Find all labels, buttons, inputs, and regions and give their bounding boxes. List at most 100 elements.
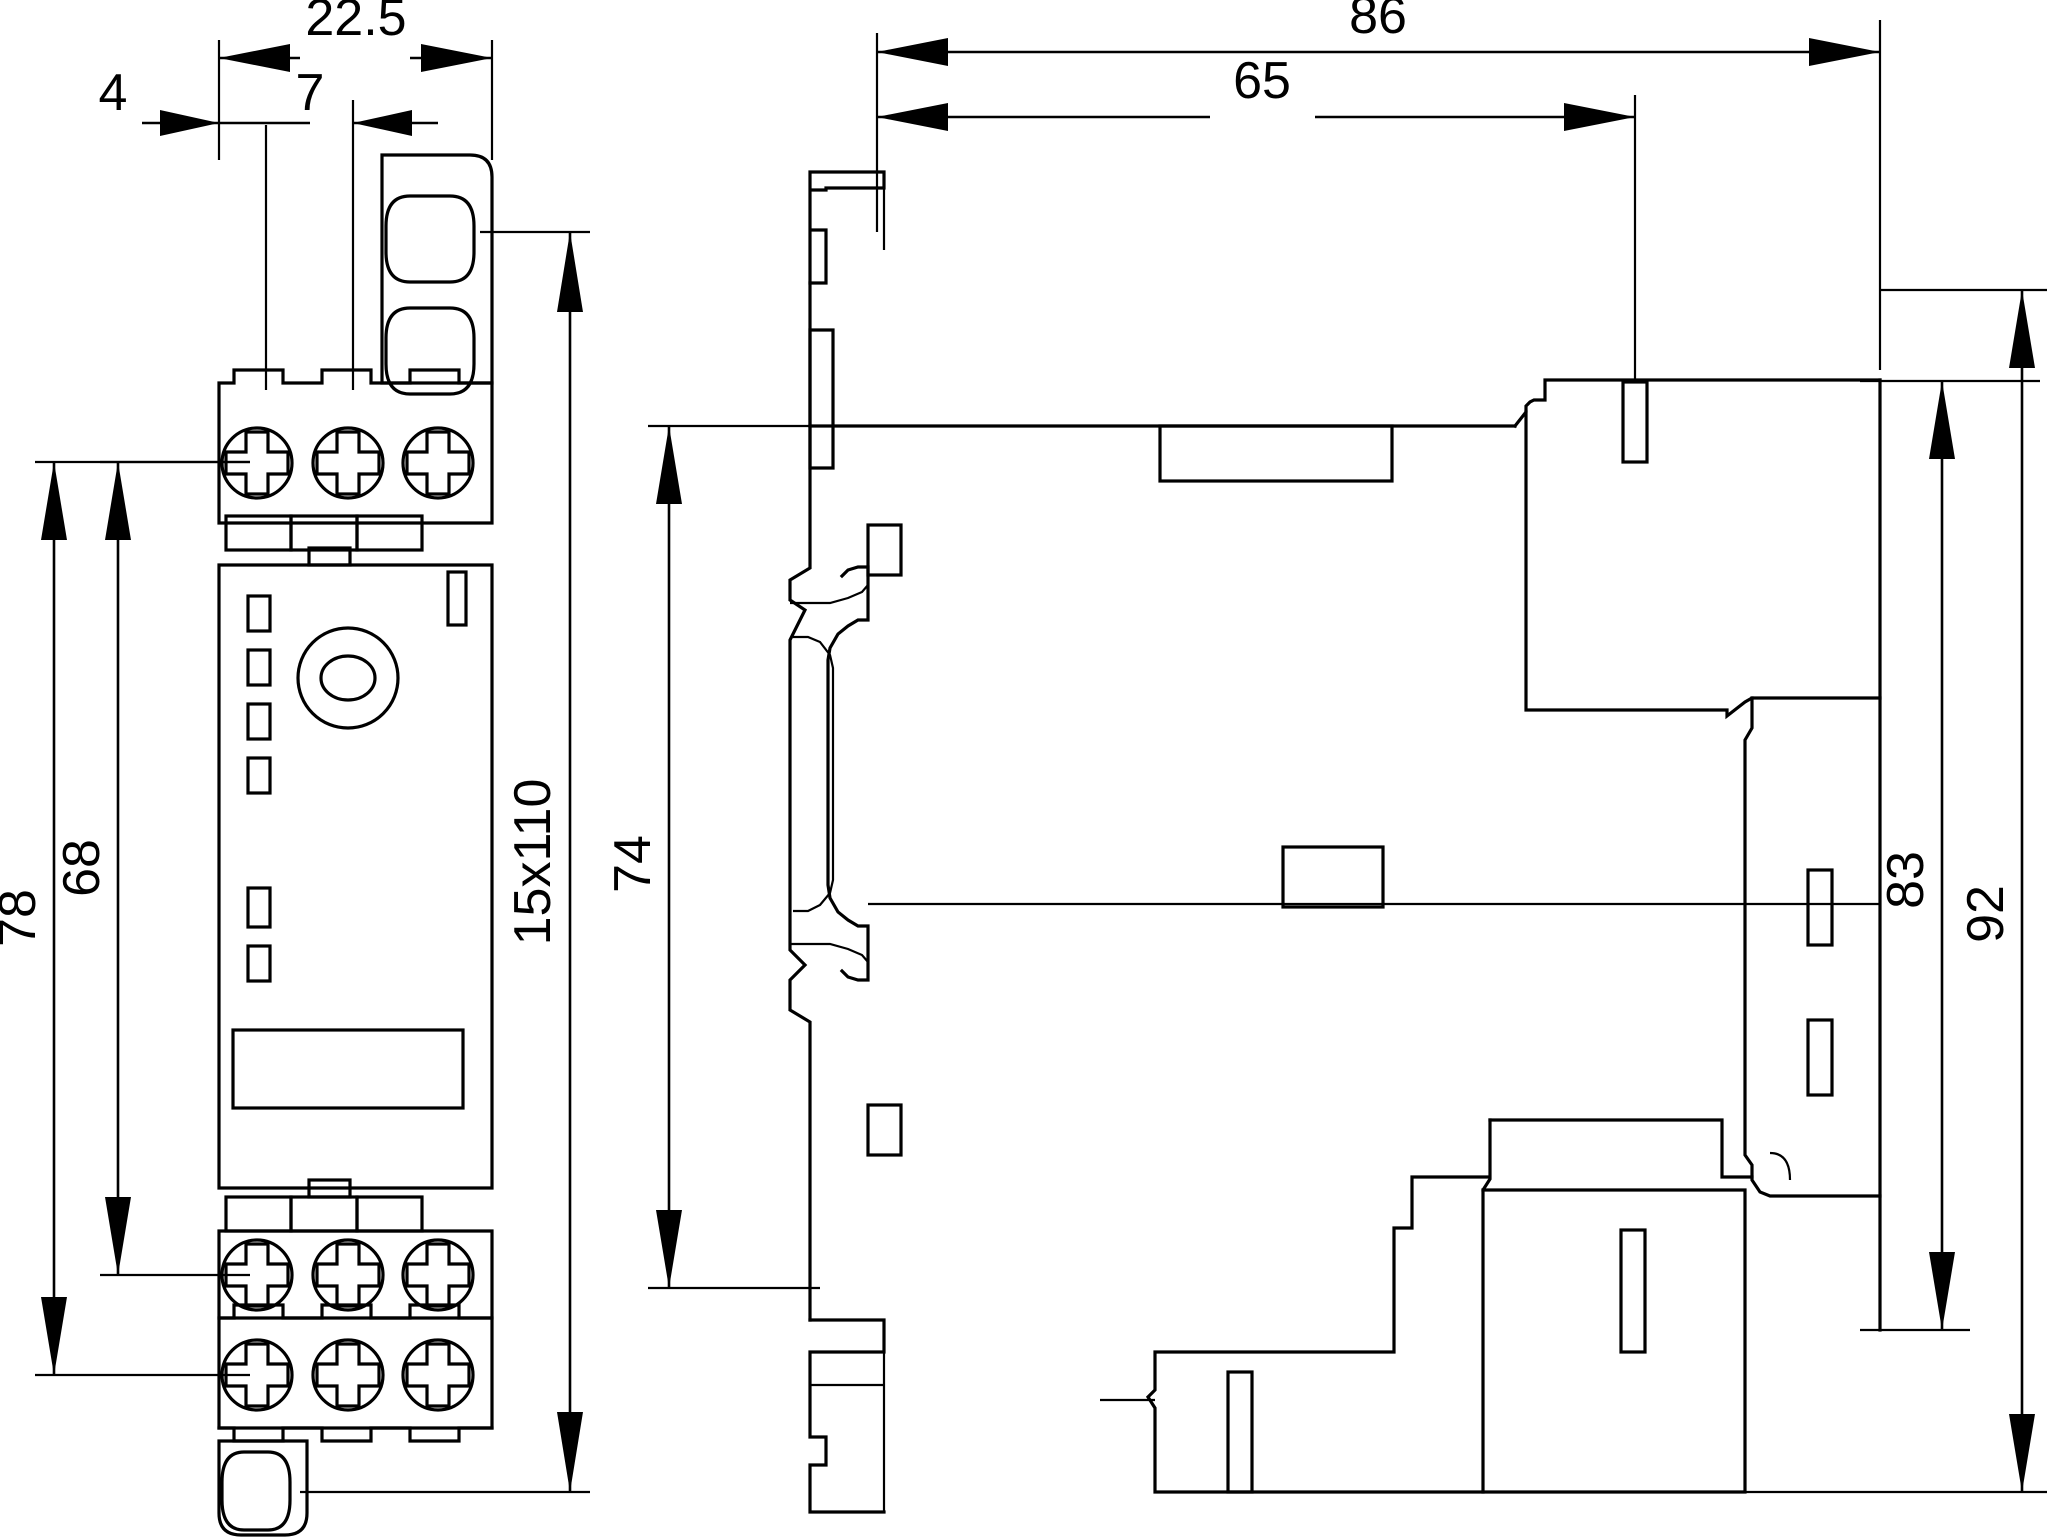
screw-slot-cross-6 [405, 1242, 471, 1308]
side-lower-body-profile [1145, 1118, 1492, 1494]
lowest-block-bottom-edge [217, 1426, 494, 1443]
dim-83-arrow-top [1929, 381, 1955, 459]
vent-slot-upper-right [446, 570, 468, 627]
dim-4-text: 4 [99, 64, 128, 122]
bottom-shroud-segment-1 [224, 1195, 293, 1233]
screw-terminal-row-mid [220, 1238, 475, 1312]
screw-slot-cross-5 [315, 1242, 381, 1308]
side-upper-pocket [1158, 424, 1394, 483]
dim-78-arrow-bottom [41, 1297, 67, 1375]
screw-terminal-6 [401, 1238, 475, 1312]
dim-65-group: 65 [877, 52, 1637, 380]
bottom-lug-slot [220, 1450, 292, 1532]
rotary-knob-outer [296, 626, 400, 730]
screw-slot-cross-7 [224, 1342, 290, 1408]
side-lower-slot-b [1619, 1228, 1647, 1354]
dim-22-5-arrow-left [219, 44, 290, 72]
screw-terminal-9 [401, 1338, 475, 1412]
side-body-upper-right-step [1524, 410, 1882, 720]
dim-68-text: 68 [53, 839, 111, 897]
dim-74-arrow-top [656, 426, 682, 504]
dim-15x110-arrow-bottom [557, 1412, 583, 1492]
din-clip-inner-upper [790, 584, 869, 605]
shroud-segment-3 [355, 514, 424, 552]
dim-68-arrow-top [105, 462, 131, 540]
side-lower-slot-a [1226, 1370, 1254, 1494]
dim-15x110-text: 15x110 [504, 779, 562, 946]
side-right-slot-lower [1806, 1018, 1834, 1097]
din-rail-hook-upper [808, 328, 835, 470]
bottom-shroud-segment-3 [355, 1195, 424, 1233]
led-slot-4 [246, 756, 272, 795]
led-slot-6 [246, 944, 272, 983]
dim-86-arrow-right [1809, 38, 1880, 66]
label-window [231, 1028, 465, 1110]
dim-83-arrow-bottom [1929, 1252, 1955, 1330]
dim-15x110-group: 15x110 [300, 230, 590, 1494]
dim-65-arrow-right [1564, 103, 1635, 131]
dim-92-arrow-bottom [2009, 1414, 2035, 1492]
dim-83-text: 83 [1877, 851, 1935, 909]
side-lower-terminal-fin [808, 1318, 886, 1514]
top-lug-slot-lower [384, 306, 476, 396]
bottom-terminal-shroud [219, 1178, 492, 1233]
top-mounting-lug [380, 153, 494, 385]
side-mounting-plate [788, 281, 812, 1322]
shroud-segment-2 [289, 514, 359, 552]
plate-slot-upper [866, 523, 903, 577]
dim-7-text: 7 [296, 64, 325, 122]
dim-7-group: 7 [266, 64, 438, 390]
dim-92-group: 92 [1745, 288, 2047, 1494]
screw-terminal-row-bottom [220, 1338, 475, 1412]
dim-65-text: 65 [1233, 52, 1291, 110]
dim-4-group: 4 [99, 64, 268, 390]
front-view-group: 22.5 4 7 [0, 0, 590, 1537]
led-slot-2 [246, 648, 272, 687]
screw-terminal-2 [311, 426, 385, 500]
dim-78-group: 78 [0, 460, 250, 1377]
screw-slot-cross-8 [315, 1342, 381, 1408]
rotary-knob-inner [319, 654, 377, 702]
dim-4-arrow [160, 110, 219, 136]
dim-7-arrow [353, 110, 412, 136]
side-body-top-step [1512, 378, 1882, 429]
dim-74-arrow-bottom [656, 1210, 682, 1288]
screw-terminal-5 [311, 1238, 385, 1312]
dim-92-text: 92 [1957, 885, 2015, 943]
screw-terminal-row-top [220, 426, 475, 500]
side-view-group: 86 65 74 [604, 0, 2047, 1514]
din-clip-inner-lower [790, 942, 869, 963]
dim-65-arrow-left [877, 103, 948, 131]
led-slot-5 [246, 886, 272, 929]
side-right-slot-upper [1806, 868, 1834, 947]
screw-slot-cross-9 [405, 1342, 471, 1408]
dim-92-arrow-top [2009, 290, 2035, 368]
led-slot-1 [246, 594, 272, 633]
screw-terminal-8 [311, 1338, 385, 1412]
screw-terminal-3 [401, 426, 475, 500]
led-indicator-column [246, 594, 272, 983]
dim-22-5-arrow-right [421, 44, 492, 72]
dim-78-text: 78 [0, 889, 47, 947]
din-clip-spring-upper [793, 635, 835, 913]
plate-slot-lower [866, 1103, 903, 1157]
side-center-marking [1281, 845, 1385, 909]
dim-83-group: 83 [1860, 379, 2040, 1332]
shroud-segment-1 [224, 514, 293, 552]
dim-68-group: 68 [53, 460, 250, 1277]
dim-74-group: 74 [604, 424, 820, 1290]
dim-86-text: 86 [1349, 0, 1407, 45]
dim-15x110-arrow-top [557, 232, 583, 312]
bottom-shroud-segment-2 [289, 1195, 359, 1233]
dim-68-arrow-bottom [105, 1197, 131, 1275]
bottom-shroud-notch-center [307, 1178, 352, 1199]
top-lug-slot-upper [384, 194, 476, 284]
din-rail-clip [790, 565, 870, 982]
dim-22-5-group: 22.5 [217, 0, 494, 160]
dim-22-5-text: 22.5 [305, 0, 406, 47]
lowest-terminal-block [217, 1303, 494, 1430]
side-upper-vertical-slot [1621, 380, 1649, 464]
screw-slot-cross-2 [315, 430, 381, 496]
